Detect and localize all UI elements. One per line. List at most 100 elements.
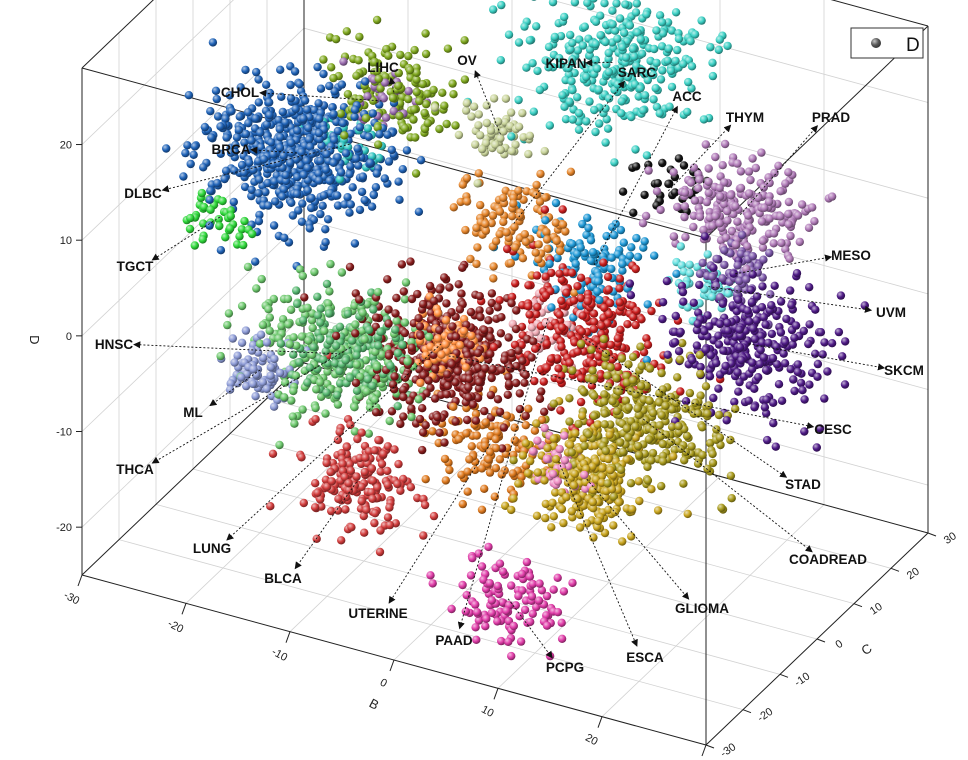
point-coadread [628, 352, 638, 362]
point-coadread [676, 444, 685, 454]
point-kipan [631, 145, 640, 154]
point-stad [573, 282, 582, 291]
point-skcm [625, 279, 635, 288]
point-cesc [406, 257, 415, 266]
point-brca [337, 80, 347, 89]
cluster-label-tgct: TGCT [117, 259, 154, 274]
point-skcm [734, 295, 743, 304]
point-thca [368, 381, 377, 390]
y-tick-label: 10 [868, 601, 885, 618]
legend-label: D [906, 35, 920, 56]
point-stad [525, 310, 534, 319]
point-lung [433, 309, 443, 318]
point-blca [327, 477, 336, 486]
point-coadread [576, 339, 586, 348]
point-cesc [443, 381, 453, 391]
point-uterine [470, 465, 480, 475]
point-brca [271, 197, 280, 206]
point-kipan [641, 69, 650, 78]
point-sarc [543, 244, 552, 253]
point-hnsc [351, 320, 360, 329]
point-coadread [636, 381, 646, 391]
arrow-skcm [748, 343, 886, 371]
point-esca [528, 447, 538, 456]
point-ov [486, 126, 496, 135]
point-brca [244, 119, 253, 128]
point-uvm [685, 269, 695, 278]
point-coadread [658, 457, 668, 466]
point-brca [398, 165, 407, 174]
point-kipan [715, 35, 724, 44]
point-kipan [617, 67, 626, 76]
point-stad [576, 397, 586, 407]
point-brca [304, 123, 313, 133]
arrow-chol [259, 89, 382, 102]
point-kipan [531, 0, 537, 1]
point-dlbc [335, 175, 345, 184]
point-prad [786, 231, 795, 241]
point-coadread [727, 494, 736, 503]
point-brca [329, 158, 338, 167]
point-ov [430, 103, 439, 112]
point-kipan [558, 91, 567, 100]
point-lihc [411, 133, 420, 142]
point-glioma [606, 465, 615, 475]
point-skcm [733, 368, 742, 377]
point-cesc [497, 365, 506, 374]
point-kipan [550, 32, 559, 42]
point-uterine [491, 435, 500, 444]
point-uterine [490, 492, 499, 501]
point-prad [733, 159, 742, 168]
point-lung [441, 316, 451, 325]
point-blca [322, 458, 331, 468]
point-brca [333, 126, 343, 136]
point-cesc [435, 325, 444, 335]
point-ml [237, 373, 246, 382]
point-hnsc [352, 360, 362, 369]
point-brca [247, 185, 256, 194]
point-skcm [820, 394, 829, 403]
point-kipan [642, 151, 652, 160]
point-cesc [451, 332, 461, 341]
point-cesc [413, 289, 422, 299]
point-stad [588, 359, 598, 369]
point-sarc [472, 259, 481, 269]
point-blca [341, 505, 350, 514]
point-ov [482, 118, 491, 128]
point-pcpg [466, 571, 476, 580]
point-glioma [549, 512, 558, 521]
point-tgct [226, 211, 235, 221]
point-kipan [600, 0, 609, 8]
point-meso [738, 230, 747, 240]
point-cesc [396, 419, 405, 429]
arrow-kipan [585, 59, 613, 67]
point-stad [631, 264, 640, 274]
point-kipan [620, 28, 629, 38]
point-lihc [355, 32, 364, 42]
point-uterine [421, 475, 430, 484]
point-stad [495, 296, 504, 305]
point-blca [346, 466, 355, 475]
point-thym [679, 161, 689, 170]
point-brca [249, 165, 258, 175]
point-uterine [517, 472, 526, 482]
point-kipan [594, 85, 603, 94]
point-lihc [422, 100, 431, 109]
cluster-label-lung: LUNG [193, 541, 231, 556]
point-cesc [300, 293, 309, 302]
point-skcm [767, 329, 777, 339]
point-tgct [221, 233, 230, 242]
point-skcm [752, 292, 762, 301]
point-skcm [715, 319, 725, 329]
point-coadread [704, 401, 714, 410]
point-coadread [590, 391, 599, 400]
point-uterine [477, 505, 487, 514]
point-cesc [474, 384, 484, 393]
point-lihc [438, 88, 447, 98]
point-glioma [573, 494, 582, 503]
point-lihc [449, 90, 458, 99]
point-coadread [600, 409, 609, 418]
point-cesc [465, 374, 474, 384]
point-ov [474, 110, 483, 119]
point-kipan [555, 53, 564, 63]
